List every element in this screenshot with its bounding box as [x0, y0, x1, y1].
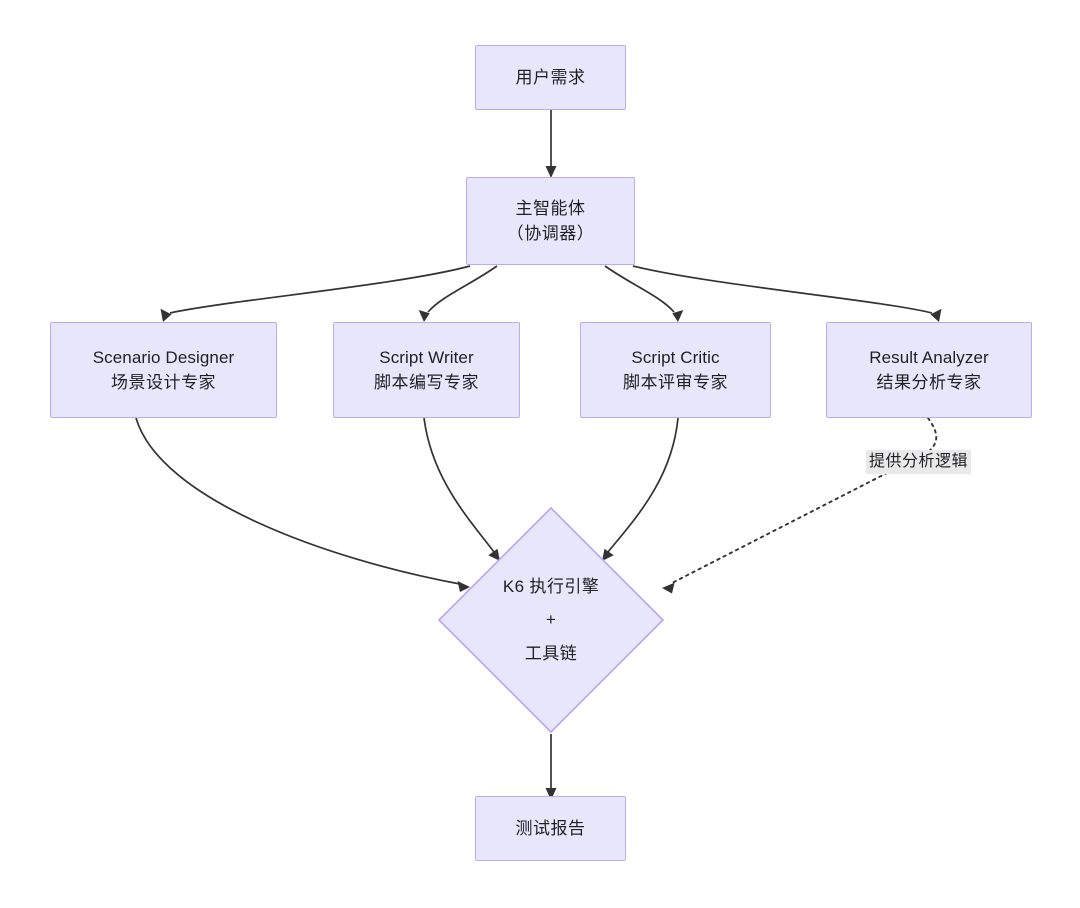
node-main-agent[interactable]: 主智能体 （协调器）: [466, 177, 635, 265]
node-user-requirement[interactable]: 用户需求: [475, 45, 626, 110]
node-script-critic-label-en: Script Critic: [631, 347, 720, 367]
edge-main-agent-to-result-analyzer: [632, 265, 942, 322]
node-result-analyzer-label-en: Result Analyzer: [869, 347, 989, 367]
node-script-writer[interactable]: Script Writer 脚本编写专家: [333, 322, 520, 418]
k6-engine-diamond-shape: [437, 506, 665, 734]
node-scenario-designer-label-en: Scenario Designer: [92, 347, 235, 367]
edge-main-agent-to-scenario-designer: [160, 265, 471, 322]
node-main-agent-label-line1: 主智能体: [515, 198, 586, 218]
node-k6-engine[interactable]: K6 执行引擎 + 工具链: [437, 506, 665, 734]
node-script-critic-label-cn: 脚本评审专家: [623, 373, 728, 392]
node-scenario-designer-label-cn: 场景设计专家: [111, 373, 216, 392]
edge-main-agent-to-script-writer: [418, 265, 498, 322]
node-test-report-label: 测试报告: [515, 818, 586, 838]
node-script-writer-label-cn: 脚本编写专家: [374, 373, 479, 392]
node-script-writer-label-en: Script Writer: [379, 347, 474, 367]
edge-k6-engine-to-test-report: [545, 734, 557, 800]
node-result-analyzer[interactable]: Result Analyzer 结果分析专家: [826, 322, 1032, 418]
node-scenario-designer[interactable]: Scenario Designer 场景设计专家: [50, 322, 277, 418]
node-result-analyzer-label-cn: 结果分析专家: [876, 373, 982, 392]
edge-label-analysis-logic: 提供分析逻辑: [866, 450, 972, 474]
edge-scenario-designer-to-k6-engine: [135, 417, 470, 592]
edge-user-requirement-to-main-agent: [545, 110, 557, 178]
node-main-agent-label-line2: （协调器）: [506, 224, 595, 243]
node-script-critic[interactable]: Script Critic 脚本评审专家: [580, 322, 771, 418]
node-user-requirement-label: 用户需求: [515, 67, 586, 87]
node-test-report[interactable]: 测试报告: [475, 796, 626, 861]
edge-main-agent-to-script-critic: [604, 265, 684, 322]
edge-result-analyzer-to-k6-engine: [662, 417, 938, 594]
